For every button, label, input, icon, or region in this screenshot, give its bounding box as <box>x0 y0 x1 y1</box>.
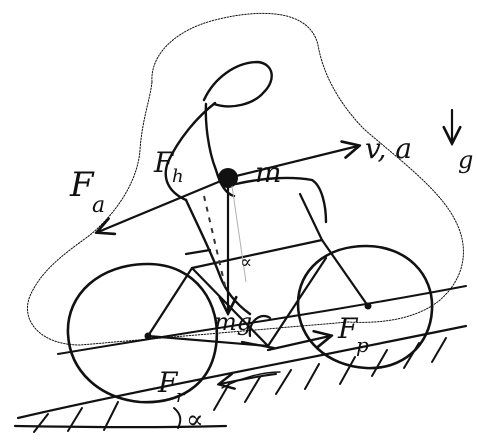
bike-frame <box>146 192 370 350</box>
alpha-label-frame: ∝ <box>240 252 252 273</box>
faint-construction-line <box>231 185 247 283</box>
velocity-arrow <box>226 146 358 180</box>
hip-force-label: F <box>153 146 175 179</box>
pedal-force-arrow <box>266 336 330 352</box>
weight-label: mg <box>214 308 252 336</box>
rolling-force-subscript: r <box>176 386 186 407</box>
rider-back <box>164 101 217 202</box>
gravity-label: g <box>458 146 473 174</box>
hip-force-subscript: h <box>172 166 184 187</box>
contact-patch <box>221 371 281 389</box>
front-wheel <box>296 244 434 370</box>
pedal-force-label: F <box>337 312 359 345</box>
drag-force-label: F <box>69 165 95 205</box>
rolling-resistance-arrow <box>220 374 277 384</box>
mass-label: m <box>255 156 282 189</box>
rider-arm <box>234 176 328 224</box>
slope-angle-arc <box>173 407 182 429</box>
drag-force-arrow <box>98 176 230 232</box>
incline-surface <box>16 324 468 420</box>
normal-dashed-line <box>203 195 227 291</box>
rider-head <box>202 60 273 108</box>
drag-force-subscript: a <box>92 193 105 218</box>
rear-wheel <box>66 262 219 404</box>
velocity-acceleration-label: v, a <box>365 132 412 165</box>
rolling-force-label: F <box>157 366 179 399</box>
slope-parallel-line <box>57 285 467 355</box>
pedal-force-subscript: p <box>356 333 369 357</box>
alpha-label-slope: ∝ <box>186 405 204 435</box>
